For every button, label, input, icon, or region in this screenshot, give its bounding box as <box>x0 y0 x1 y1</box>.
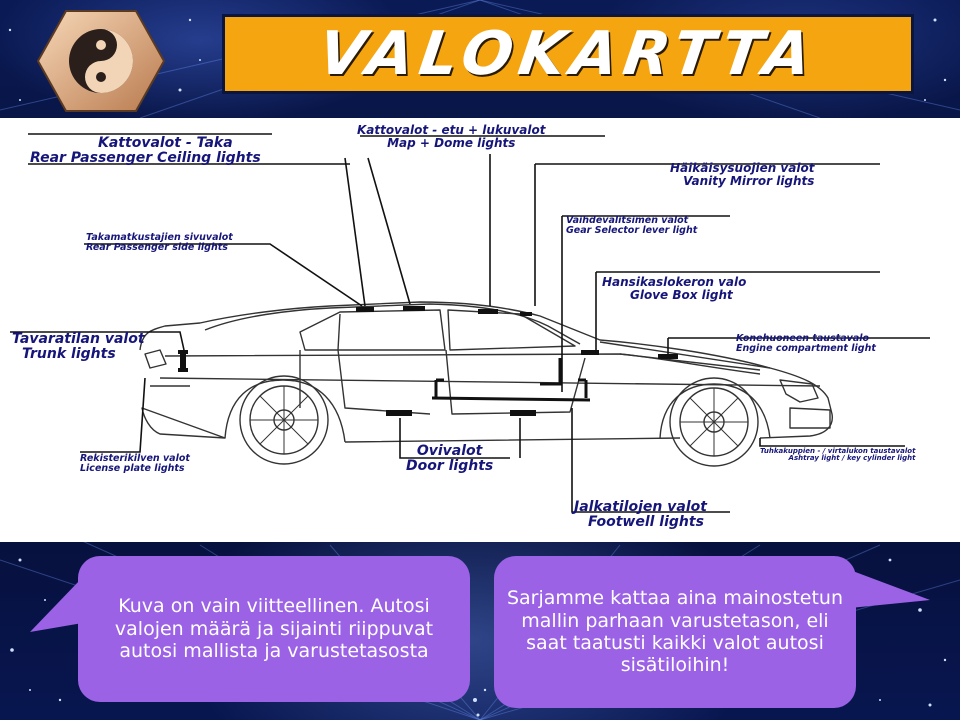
label-map-dome-lights: Kattovalot - etu + lukuvalot Map + Dome … <box>357 123 546 150</box>
note-right: Sarjamme kattaa aina mainostetun mallin … <box>494 556 856 708</box>
label-gear-selector-light: Vaihdevalitsimen valot Gear Selector lev… <box>566 215 698 236</box>
label-engine-compartment-light: Konehuoneen taustavalo Engine compartmen… <box>736 333 876 354</box>
label-footwell-lights: Jalkatilojen valot Footwell lights <box>574 499 707 530</box>
label-trunk-lights: Tavaratilan valot Trunk lights <box>12 331 145 362</box>
label-vanity-mirror-lights: Häikäisysuojien valot Vanity Mirror ligh… <box>670 161 815 188</box>
label-glove-box-light: Hansikaslokeron valo Glove Box light <box>602 275 747 302</box>
label-rear-ceiling-lights: Kattovalot - Taka Rear Passenger Ceiling… <box>30 135 261 166</box>
car-drawing <box>10 133 930 513</box>
label-door-lights: Ovivalot Door lights <box>406 443 494 474</box>
yin-yang-logo-icon <box>36 10 166 112</box>
page-title: VALOKARTTA <box>314 19 822 89</box>
label-rear-passenger-side-lights: Takamatkustajien sivuvalot Rear Passenge… <box>86 232 233 253</box>
label-license-plate-lights: Rekisterikilven valot License plate ligh… <box>80 453 190 474</box>
label-ashtray-key-cylinder-light: Tuhkakuppien - / virtalukon taustavalot … <box>760 447 916 463</box>
light-map-diagram: Kattovalot - Taka Rear Passenger Ceiling… <box>0 118 960 542</box>
note-left: Kuva on vain viitteellinen. Autosi valoj… <box>78 556 470 702</box>
title-banner: VALOKARTTA <box>222 14 914 94</box>
